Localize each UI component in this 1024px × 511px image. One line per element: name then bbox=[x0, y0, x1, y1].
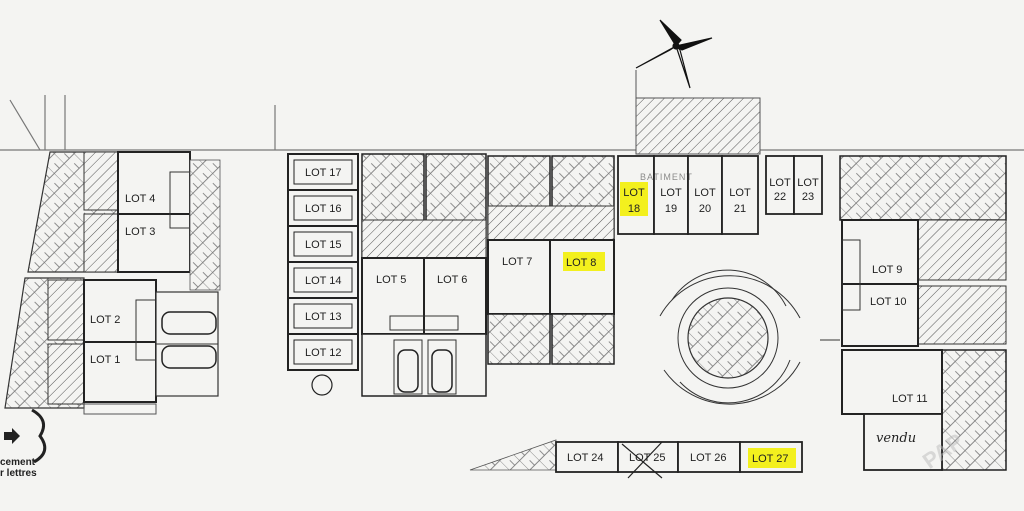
lot-7-label: LOT 7 bbox=[502, 256, 532, 268]
roundabout bbox=[659, 269, 801, 405]
building-label: BATIMENT bbox=[640, 172, 693, 182]
lots-18-23 bbox=[617, 155, 823, 235]
lot-5-label: LOT 5 bbox=[376, 274, 406, 286]
lot-14-label: LOT 14 bbox=[305, 275, 342, 287]
sold-note: vendu bbox=[876, 431, 916, 446]
lot-27-highlight bbox=[748, 448, 796, 468]
entry-arrow-icon bbox=[4, 408, 47, 464]
lot-23-label-line1: LOT bbox=[797, 177, 819, 189]
lot-1-label: LOT 1 bbox=[90, 354, 120, 366]
lot-26-label: LOT 26 bbox=[690, 452, 727, 464]
lot-17-label: LOT 17 bbox=[305, 167, 342, 179]
lot-18-label-line1: LOT bbox=[623, 187, 645, 199]
lot-18-label-line2: 18 bbox=[628, 203, 640, 215]
lot-12-label: LOT 12 bbox=[305, 347, 342, 359]
lot-23-label-line2: 23 bbox=[802, 191, 814, 203]
lot-20-label-line2: 20 bbox=[699, 203, 711, 215]
lot-16-label: LOT 16 bbox=[305, 203, 342, 215]
lot-10-label: LOT 10 bbox=[870, 296, 907, 308]
lot-8-label: LOT 8 bbox=[566, 257, 596, 269]
right-block bbox=[820, 155, 1007, 471]
lot-24-label: LOT 24 bbox=[567, 452, 604, 464]
lot-19-label-line1: LOT bbox=[660, 187, 682, 199]
lot-2-label: LOT 2 bbox=[90, 314, 120, 326]
lot-19-label-line2: 19 bbox=[665, 203, 677, 215]
lot-18-highlight bbox=[620, 182, 648, 216]
lot-22-label-line1: LOT bbox=[769, 177, 791, 189]
lot-21-label-line1: LOT bbox=[729, 187, 751, 199]
lot-25-label: LOT 25 bbox=[629, 452, 666, 464]
houses-7-8 bbox=[487, 155, 615, 365]
lot-20-label-line1: LOT bbox=[694, 187, 716, 199]
left-caption-line1: cement bbox=[0, 457, 36, 468]
left-block bbox=[4, 151, 221, 415]
lot-13-label: LOT 13 bbox=[305, 311, 342, 323]
lot-6-label: LOT 6 bbox=[437, 274, 467, 286]
lot-22-label-line2: 22 bbox=[774, 191, 786, 203]
lot-11-label: LOT 11 bbox=[892, 393, 928, 405]
lot-21-label-line2: 21 bbox=[734, 203, 746, 215]
lot-15-label: LOT 15 bbox=[305, 239, 342, 251]
left-caption-line2: r lettres bbox=[0, 468, 37, 479]
north-arrow-icon bbox=[635, 19, 713, 89]
site-boundary bbox=[0, 95, 1024, 151]
lot-27-label: LOT 27 bbox=[752, 453, 789, 465]
lot-9-label: LOT 9 bbox=[872, 264, 902, 276]
lot-4-label: LOT 4 bbox=[125, 193, 155, 205]
houses-5-6 bbox=[361, 153, 487, 397]
building-entrance bbox=[635, 70, 761, 155]
lot-8-highlight bbox=[563, 252, 605, 271]
lot-3-label: LOT 3 bbox=[125, 226, 155, 238]
storage-column bbox=[287, 153, 359, 396]
lot-25-cross-mark bbox=[621, 441, 663, 479]
